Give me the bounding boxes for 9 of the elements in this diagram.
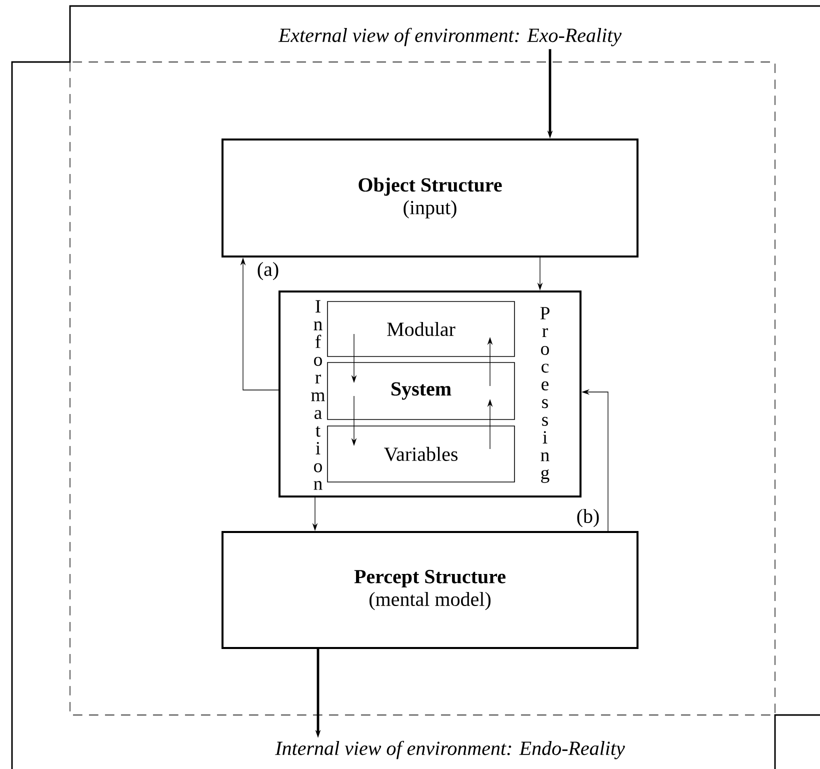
structure-box: Percept Structure (mental model) [222,531,638,649]
module-box: Variables [327,426,515,482]
module-box: System [327,362,515,420]
edge-label: (a) [256,260,280,282]
module-box: Modular [327,301,515,357]
edge-label: (b) [575,508,601,528]
caption-text: External view of environment: Exo-Reality [278,28,622,46]
structure-box: Object Structure (input) [222,138,638,258]
caption-text: Internal view of environment: Endo-Reality [275,740,625,760]
